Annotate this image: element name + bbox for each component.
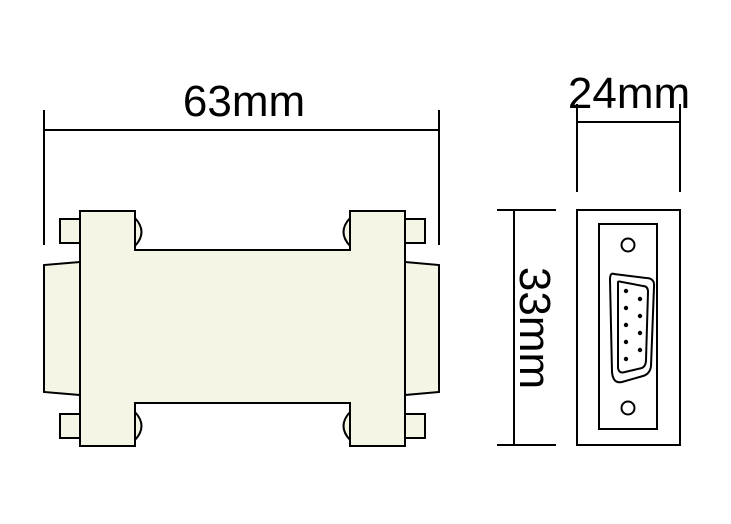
screw-bottom-left — [59, 413, 81, 439]
width-dimension: 24mm — [568, 69, 690, 192]
adapter-side-view — [43, 210, 440, 447]
pin-9 — [637, 347, 643, 353]
db9-pins — [623, 288, 643, 362]
length-dimension: 63mm — [43, 77, 440, 245]
pin-8 — [637, 330, 643, 336]
right-connector-shell — [404, 260, 440, 397]
pin-5 — [623, 356, 629, 362]
db9-shell-inner — [617, 280, 650, 374]
width-label: 24mm — [568, 69, 690, 118]
length-label: 63mm — [183, 77, 305, 126]
adapter-end-view — [576, 209, 681, 446]
height-label: 33mm — [510, 267, 559, 389]
pin-6 — [637, 296, 643, 302]
mounting-hole-top — [620, 237, 636, 253]
screw-top-left — [59, 218, 81, 244]
mounting-hole-bottom — [620, 400, 636, 416]
pin-2 — [623, 305, 629, 311]
left-connector-shell — [43, 260, 81, 397]
screw-bottom-right — [404, 413, 426, 439]
pin-7 — [637, 313, 643, 319]
adapter-body — [79, 210, 406, 447]
screw-top-right — [404, 218, 426, 244]
pin-3 — [623, 322, 629, 328]
pin-1 — [623, 288, 629, 294]
height-dimension: 33mm — [497, 209, 559, 446]
pin-4 — [623, 339, 629, 345]
